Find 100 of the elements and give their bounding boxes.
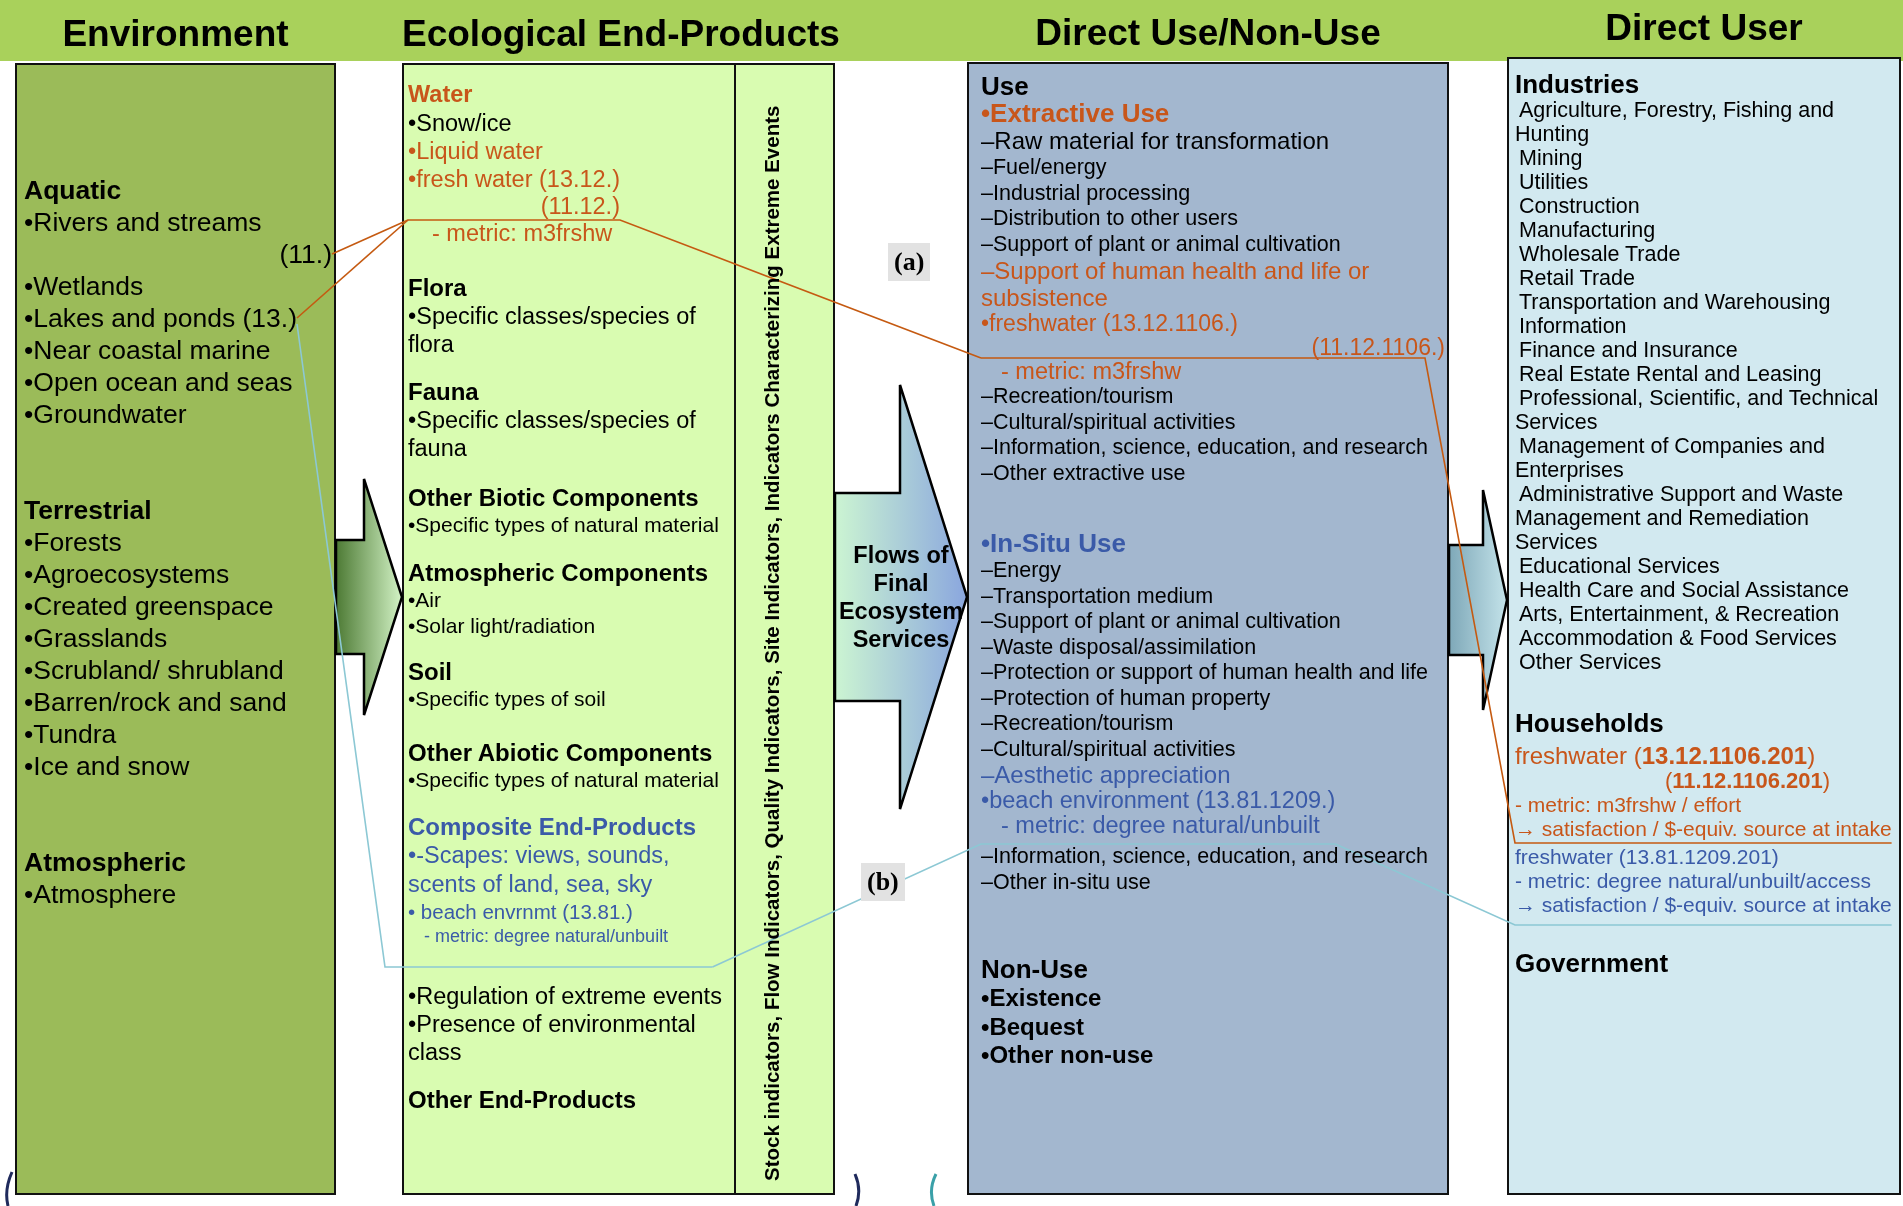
section-heading: Government	[1515, 949, 1669, 977]
list-item: •Open ocean and seas	[24, 366, 293, 398]
list-item: Management of Companies and Enterprises	[1515, 434, 1826, 482]
list-item: –Cultural/spiritual activities	[981, 736, 1236, 762]
section-heading: Use	[981, 73, 1029, 99]
list-item: •Barren/rock and sand	[24, 686, 287, 718]
list-item: •Ice and snow	[24, 750, 190, 782]
list-item: Other Services	[1518, 650, 1662, 674]
panel-label: (b)	[861, 863, 905, 901]
list-item: •Rivers and streams	[24, 206, 262, 238]
list-item: Wholesale Trade	[1518, 242, 1681, 266]
column-heading: Direct User	[1604, 6, 1804, 50]
block-arrow	[1447, 488, 1509, 712]
list-item: •Regulation of extreme events	[408, 982, 722, 1010]
list-item: •Solar light/radiation	[408, 613, 596, 639]
annotation-text: - metric: m3frshw	[432, 220, 613, 247]
section-heading: •Extractive Use	[981, 99, 1170, 127]
list-item: •Air	[408, 587, 442, 613]
annotation-text: - metric: m3frshw / effort	[1515, 793, 1741, 817]
section-heading: Flora	[408, 274, 467, 302]
annotation-text: •fresh water (13.12.)	[408, 165, 620, 193]
list-item: Accommodation & Food Services	[1518, 626, 1837, 650]
section-heading: Other End-Products	[408, 1086, 636, 1114]
annotation-text: (11.)	[279, 238, 332, 270]
annotation-text: → satisfaction / $-equiv. source at intake	[1515, 817, 1892, 841]
list-item: Agriculture, Forestry, Fishing and Hunting	[1515, 98, 1836, 146]
list-item: •Forests	[24, 526, 122, 558]
list-item: –Distribution to other users	[981, 206, 1238, 232]
block-arrow	[334, 477, 404, 717]
annotation-text: freshwater (13.12.1106.201)	[1515, 743, 1816, 769]
list-item: –Support of plant or animal cultivation	[981, 609, 1341, 635]
annotation-text: - metric: m3frshw	[1001, 358, 1182, 384]
list-item: Health Care and Social Assistance	[1518, 578, 1849, 602]
list-item: –Other extractive use	[981, 460, 1186, 486]
list-item: •Specific types of natural material	[408, 512, 719, 538]
block-arrow	[833, 383, 969, 811]
list-item: •Agroecosystems	[24, 558, 230, 590]
list-item: •Existence	[981, 984, 1102, 1013]
list-item: Transportation and Warehousing	[1518, 290, 1831, 314]
annotation-text: –Aesthetic appreciation	[981, 762, 1231, 788]
column-heading: Environment	[61, 12, 290, 56]
annotation-text: - metric: degree natural/unbuilt/access	[1515, 869, 1871, 893]
section-heading: Terrestrial	[24, 494, 152, 526]
list-item: –Raw material for transformation	[981, 127, 1330, 155]
annotation-text: (11.12.)	[540, 193, 620, 220]
list-item: •Created greenspace	[24, 590, 274, 622]
section-heading: Aquatic	[24, 174, 122, 206]
section-heading: Non-Use	[981, 954, 1088, 984]
list-item: •Scrubland/ shrubland	[24, 654, 284, 686]
list-item: •Specific types of natural material	[408, 767, 719, 793]
list-item: Professional, Scientific, and Technical Services	[1515, 386, 1880, 434]
list-item: Finance and Insurance	[1518, 338, 1738, 362]
section-heading: Households	[1515, 709, 1664, 737]
list-item: •Specific classes/species of flora	[408, 302, 697, 358]
list-item: –Recreation/tourism	[981, 384, 1174, 410]
list-item: –Transportation medium	[981, 583, 1214, 609]
list-item: –Support of plant or animal cultivation	[981, 231, 1341, 257]
annotation-text: (11.12.1106.201)	[1665, 769, 1831, 793]
section-heading: Water	[408, 80, 473, 109]
list-item: •Groundwater	[24, 398, 187, 430]
list-item: –Other in-situ use	[981, 869, 1151, 895]
list-item: •Snow/ice	[408, 109, 512, 137]
list-item: Administrative Support and Waste Management and Remediation Services	[1515, 482, 1845, 554]
list-item: Educational Services	[1518, 554, 1720, 578]
section-heading: Fauna	[408, 378, 479, 406]
section-heading: •In-Situ Use	[981, 528, 1126, 558]
list-item: •Near coastal marine	[24, 334, 271, 366]
panel-label: (a)	[888, 243, 931, 281]
list-item: •Specific classes/species of fauna	[408, 406, 697, 462]
list-item: •Grasslands	[24, 622, 168, 654]
list-item: Real Estate Rental and Leasing	[1518, 362, 1822, 386]
list-item: Retail Trade	[1518, 266, 1635, 290]
annotation-text: •-Scapes: views, sounds, scents of land, sea, sky	[408, 841, 671, 899]
list-item: •Presence of environmental class	[408, 1010, 697, 1066]
list-item: –Industrial processing	[981, 180, 1191, 206]
leader-line	[1334, 843, 1893, 926]
list-item: Mining	[1518, 146, 1583, 170]
leader-line	[296, 219, 409, 319]
list-item: Arts, Entertainment, & Recreation	[1518, 602, 1840, 626]
list-item: •Atmosphere	[24, 878, 177, 910]
leader-line	[331, 219, 409, 255]
column-heading: Direct Use/Non-Use	[1034, 11, 1382, 55]
section-heading: Atmospheric	[24, 846, 186, 878]
annotation-text: •beach environment (13.81.1209.)	[981, 788, 1336, 813]
section-heading: Composite End-Products	[408, 813, 696, 841]
leader-line	[296, 323, 714, 968]
annotation-text: •Liquid water	[408, 137, 543, 165]
list-item: •Other non-use	[981, 1041, 1154, 1070]
list-item: Utilities	[1518, 170, 1589, 194]
list-item: Manufacturing	[1518, 218, 1656, 242]
list-item: –Energy	[981, 558, 1062, 584]
annotation-text: → satisfaction / $-equiv. source at intake	[1515, 893, 1892, 917]
list-item: –Protection or support of human health and life	[981, 660, 1428, 686]
list-item: –Waste disposal/assimilation	[981, 634, 1257, 660]
annotation-text: •freshwater (13.12.1106.)	[981, 311, 1238, 336]
annotation-text: freshwater (13.81.1209.201)	[1515, 845, 1779, 869]
annotation-text: - metric: degree natural/unbuilt	[424, 925, 669, 947]
list-item: –Recreation/tourism	[981, 711, 1174, 737]
list-item: •Tundra	[24, 718, 117, 750]
list-item: –Cultural/spiritual activities	[981, 409, 1236, 435]
